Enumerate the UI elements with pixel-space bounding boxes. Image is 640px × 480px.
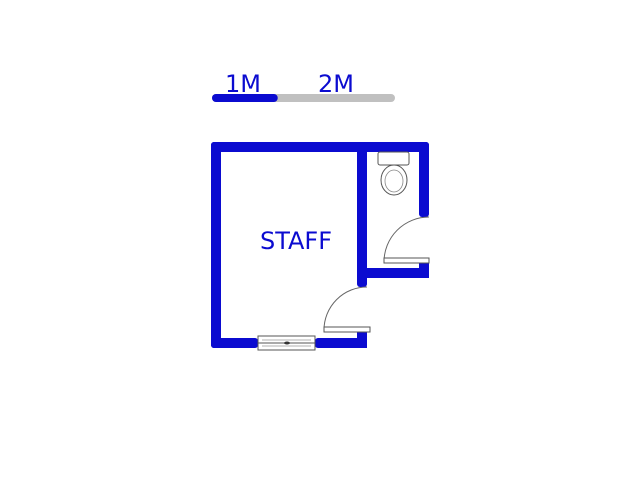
wall-wc-right-upper xyxy=(419,142,429,217)
room-label-staff: STAFF xyxy=(260,227,332,255)
door-icon xyxy=(383,216,430,264)
wall-wc-bottom xyxy=(357,268,429,278)
scale-bar: 1M 2M xyxy=(212,70,395,102)
wall-wc-right-lower xyxy=(419,262,429,278)
toilet-icon xyxy=(377,151,410,196)
window-icon xyxy=(257,335,316,351)
scale-label-1m: 1M xyxy=(225,70,261,98)
wall-staff-right-lower xyxy=(357,331,367,348)
scale-label-2m: 2M xyxy=(318,70,354,98)
wall-bottom-left xyxy=(211,338,258,348)
wall-left xyxy=(211,142,221,348)
wall-top xyxy=(211,142,429,152)
wall-bottom-right xyxy=(315,338,367,348)
walls xyxy=(211,142,429,348)
wall-partition xyxy=(357,142,367,287)
staff-door-icon xyxy=(323,286,371,333)
